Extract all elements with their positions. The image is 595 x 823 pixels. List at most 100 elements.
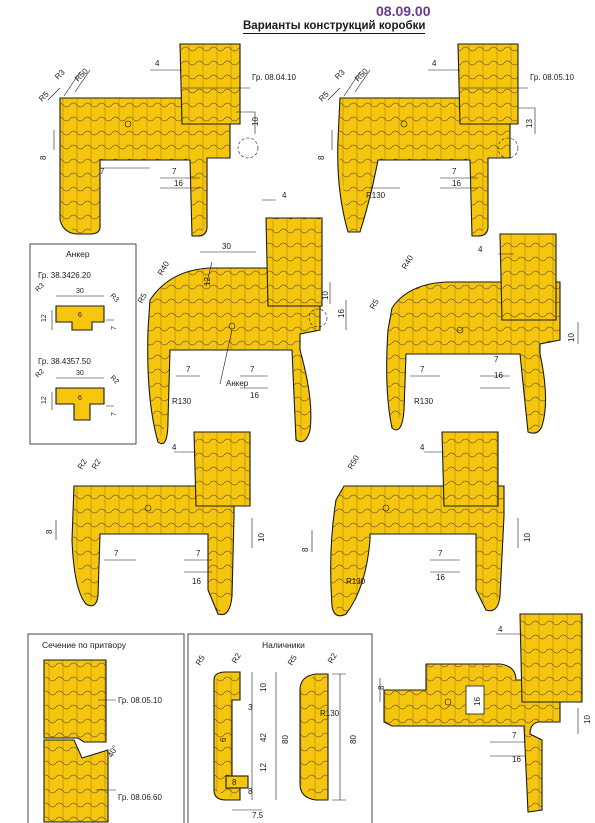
svg-text:12: 12 (259, 763, 268, 772)
svg-text:7: 7 (438, 549, 443, 558)
svg-text:R130: R130 (320, 709, 340, 718)
svg-text:4: 4 (172, 443, 177, 452)
svg-text:80: 80 (349, 735, 358, 744)
svg-text:R2: R2 (109, 374, 120, 385)
svg-text:7: 7 (186, 365, 191, 374)
svg-text:R2: R2 (76, 457, 89, 471)
svg-text:30: 30 (76, 370, 84, 377)
svg-text:R50: R50 (346, 453, 361, 471)
section-title: Сечение по притвору (42, 640, 127, 650)
svg-text:R40: R40 (400, 253, 415, 271)
svg-text:R5: R5 (368, 297, 381, 311)
v2-dim-8: 8 (317, 155, 326, 160)
svg-text:7: 7 (494, 355, 499, 364)
svg-text:7: 7 (114, 549, 119, 558)
svg-text:R130: R130 (172, 397, 192, 406)
v1-dim-8: 8 (39, 155, 48, 160)
svg-text:80: 80 (281, 735, 290, 744)
trims-title: Наличники (262, 640, 305, 650)
svg-text:R5: R5 (136, 291, 149, 305)
svg-text:6: 6 (78, 312, 82, 319)
svg-text:10: 10 (583, 715, 592, 724)
rebate-section-box: Сечение по притвору Гр. 08.05.10 40° Гр.… (27, 633, 185, 823)
svg-text:7: 7 (250, 365, 255, 374)
v2-r130: R130 (366, 191, 386, 200)
svg-text:R3: R3 (109, 292, 120, 303)
svg-text:30: 30 (222, 242, 231, 251)
svg-text:R2: R2 (34, 368, 45, 379)
svg-text:7: 7 (111, 412, 118, 416)
svg-text:R2: R2 (326, 651, 339, 665)
svg-text:42: 42 (259, 733, 268, 742)
v1-dim-7b: 7 (172, 167, 177, 176)
svg-text:10: 10 (523, 533, 532, 542)
svg-text:16: 16 (337, 309, 346, 318)
drawing-title: Варианты конструкций коробки (243, 20, 426, 34)
svg-text:10: 10 (321, 291, 330, 300)
v1-ref: Гр. 08.04.10 (252, 73, 296, 82)
variant-3-frame-profile: R40 R5 4 30 12 10 16 7 7 16 Анкер R130 (136, 191, 347, 445)
anchor-ref-1: Гр. 38.3426.20 (38, 271, 91, 280)
svg-text:3: 3 (248, 703, 253, 712)
svg-text:R40: R40 (156, 259, 171, 277)
svg-text:16: 16 (192, 577, 201, 586)
svg-text:7: 7 (111, 326, 118, 330)
svg-text:4: 4 (478, 245, 483, 254)
svg-text:8: 8 (377, 685, 386, 690)
v1-r3: R3 (53, 67, 67, 81)
svg-text:6: 6 (78, 395, 82, 402)
v1-dim-4: 4 (155, 59, 160, 68)
svg-text:4: 4 (282, 191, 287, 200)
svg-text:16: 16 (436, 573, 445, 582)
v1-r5: R5 (37, 89, 51, 103)
v1-r50: R50 (73, 66, 90, 83)
svg-text:4: 4 (420, 443, 425, 452)
svg-text:7: 7 (512, 731, 517, 740)
v1-dim-16: 16 (174, 179, 183, 188)
svg-text:7: 7 (196, 549, 201, 558)
variant-5-frame-profile: R2 R2 4 8 7 7 16 10 (45, 431, 266, 616)
v2-r50: R50 (353, 66, 370, 83)
svg-text:8: 8 (232, 778, 237, 787)
svg-text:12: 12 (41, 396, 48, 404)
anchor-1-shape (55, 305, 105, 331)
svg-text:8: 8 (301, 547, 310, 552)
svg-text:Гр. 08.05.10: Гр. 08.05.10 (118, 696, 162, 705)
svg-text:40°: 40° (106, 744, 120, 759)
svg-text:6: 6 (219, 737, 228, 742)
svg-text:10: 10 (259, 683, 268, 692)
svg-text:12: 12 (41, 314, 48, 322)
v2-dim-7: 7 (452, 167, 457, 176)
svg-text:R2: R2 (230, 651, 243, 665)
svg-text:8: 8 (45, 529, 54, 534)
variant-2-frame-profile: Гр. 08.05.10 R3 R50 R5 4 13 8 R130 7 16 (317, 43, 574, 237)
v1-dim-7a: 7 (100, 167, 105, 176)
anchor-ref-2: Гр. 38.4357.50 (38, 357, 91, 366)
v3-anchor-label: Анкер (226, 379, 249, 388)
svg-text:R2: R2 (90, 457, 103, 471)
v2-ref: Гр. 08.05.10 (530, 73, 574, 82)
v1-dim-10: 10 (251, 117, 260, 126)
v2-r5: R5 (317, 89, 331, 103)
svg-text:R5: R5 (286, 653, 299, 667)
svg-text:16: 16 (473, 697, 482, 706)
v2-r3: R3 (333, 67, 347, 81)
svg-text:16: 16 (250, 391, 259, 400)
variant-4-frame-profile: R40 R5 4 10 7 7 16 R130 (368, 233, 579, 434)
svg-text:16: 16 (512, 755, 521, 764)
v2-dim-16: 16 (452, 179, 461, 188)
svg-text:R130: R130 (414, 397, 434, 406)
svg-text:16: 16 (494, 371, 503, 380)
svg-text:4: 4 (498, 625, 503, 634)
variant-1-frame-profile: Гр. 08.04.10 R3 R50 R5 4 10 8 7 7 16 (37, 43, 296, 237)
svg-text:12: 12 (203, 277, 212, 286)
svg-text:7: 7 (420, 365, 425, 374)
drawing-code: 08.09.00 (376, 3, 431, 19)
svg-text:7.5: 7.5 (252, 811, 264, 820)
svg-text:R3: R3 (34, 282, 45, 293)
anchor-title: Анкер (66, 249, 90, 259)
trims-box: Наличники R5 R2 10 3 42 6 12 80 8 8 7.5 … (187, 633, 373, 823)
svg-text:10: 10 (257, 533, 266, 542)
svg-text:8: 8 (248, 787, 253, 796)
anchor-detail-box: Анкер Гр. 38.3426.20 R3 30 R3 12 6 7 Гр.… (29, 243, 137, 445)
